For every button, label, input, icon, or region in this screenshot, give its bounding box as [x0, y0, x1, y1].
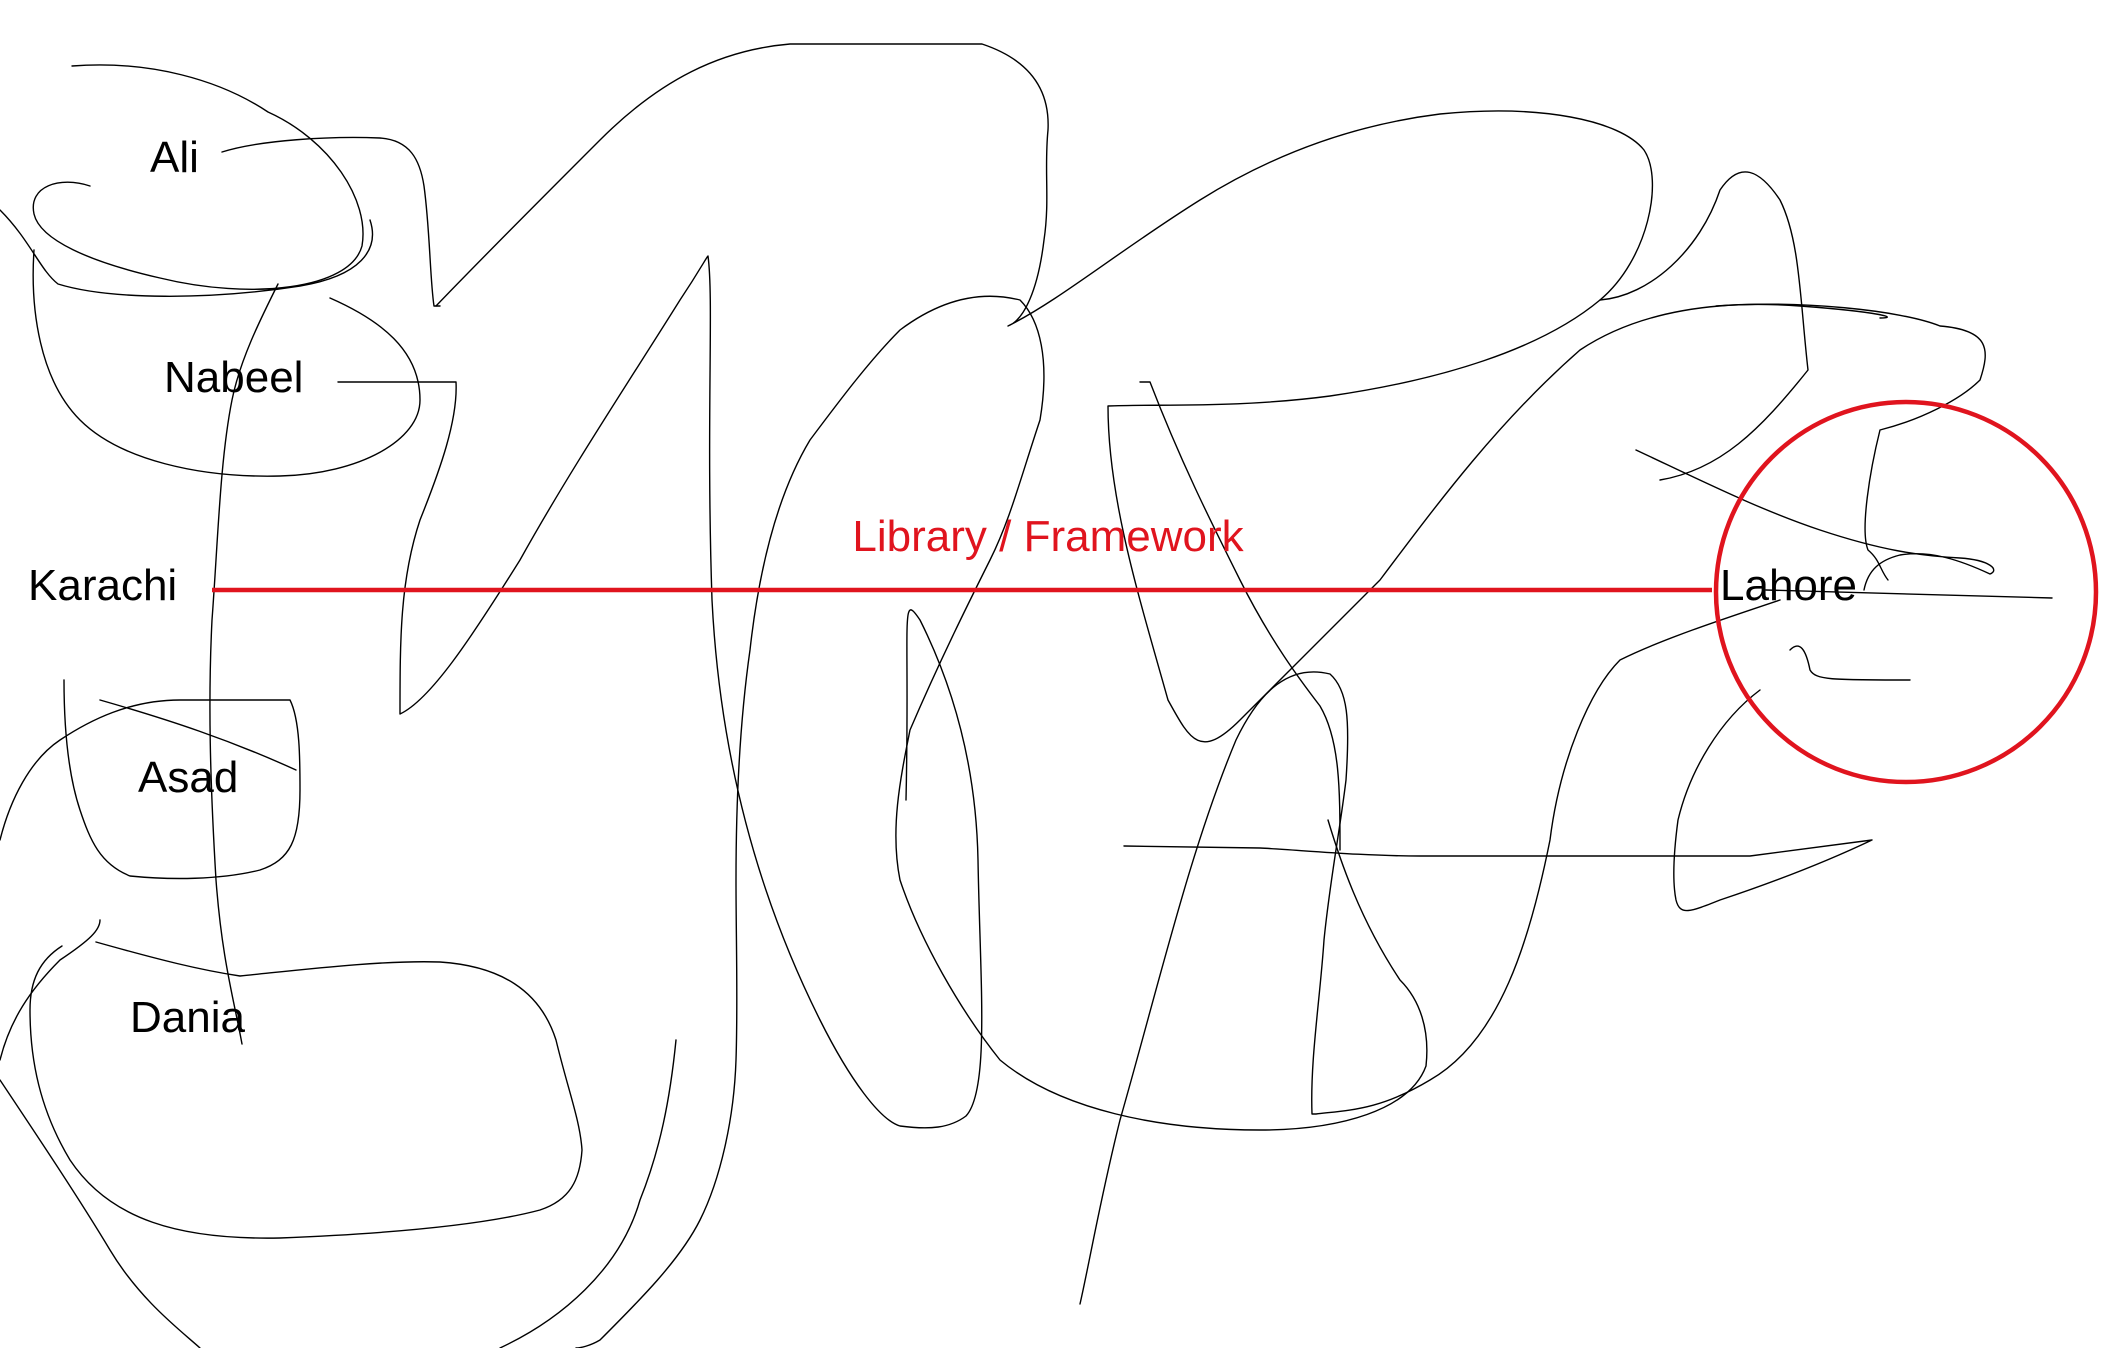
node-labels: Ali Nabeel Karachi Asad Dania Lahore: [28, 133, 1857, 1042]
node-nabeel: Nabeel: [164, 353, 303, 402]
route-label: Library / Framework: [852, 512, 1244, 561]
lahore-highlight-circle: [1713, 399, 2099, 785]
scribble-stroke: [435, 43, 1888, 743]
scribble-stroke: [0, 1079, 201, 1348]
scribble-stroke: [1139, 381, 1341, 851]
scribble-stroke: [221, 136, 441, 307]
scribble-stroke: [99, 699, 297, 771]
scribble-stroke: [575, 295, 1428, 1348]
scribble-stroke: [0, 679, 301, 880]
node-lahore: Lahore: [1720, 561, 1857, 610]
scribble-stroke: [1123, 689, 1873, 912]
node-karachi: Karachi: [28, 561, 177, 610]
scribble-stroke: [1789, 645, 1911, 681]
node-ali: Ali: [150, 133, 199, 182]
scribble-stroke: [1715, 303, 1986, 581]
scribble-stroke: [337, 255, 983, 1129]
node-asad: Asad: [138, 753, 238, 802]
route: Library / Framework: [212, 512, 1712, 593]
scribble-stroke: [32, 64, 364, 290]
scribble-stroke: [209, 283, 279, 1045]
scribble-stroke: [1599, 171, 1809, 481]
freehand-scribbles: [0, 43, 2053, 1348]
node-dania: Dania: [130, 993, 245, 1042]
scribble-stroke: [1635, 449, 1995, 591]
scribble-stroke: [1765, 589, 2053, 599]
scribble-stroke: [1079, 599, 1781, 1305]
scribble-stroke: [499, 1039, 677, 1348]
scribble-stroke: [32, 249, 421, 477]
scribble-stroke: [29, 941, 583, 1239]
scribble-stroke: [0, 209, 374, 297]
scribble-stroke: [0, 919, 101, 1061]
